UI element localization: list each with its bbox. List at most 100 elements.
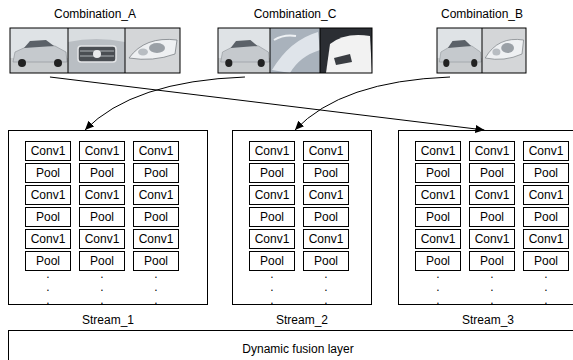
fusion-layer: Dynamic fusion layer	[8, 330, 573, 360]
layer-label: Conv1	[85, 188, 120, 202]
layer-cell: Pool	[415, 163, 461, 183]
connector-arrow	[50, 77, 484, 130]
layer-label: Pool	[480, 254, 504, 268]
label-holder: .	[249, 277, 295, 295]
layer-cell: Conv1	[249, 229, 295, 249]
continuation-dot: .	[324, 280, 327, 294]
layer-label: Conv1	[139, 144, 174, 158]
layer-label: Conv1	[139, 188, 174, 202]
layer-label: Pool	[480, 210, 504, 224]
label-holder: .	[133, 277, 179, 295]
layer-cell: Pool	[133, 207, 179, 227]
car-photo	[10, 28, 68, 73]
layer-label: Conv1	[529, 188, 564, 202]
layer-label: Conv1	[309, 144, 344, 158]
layer-label: Pool	[534, 166, 558, 180]
white-car-photo	[320, 28, 372, 73]
layer-label: Conv1	[475, 144, 510, 158]
continuation-dot: .	[46, 293, 49, 307]
layer-label: Pool	[534, 254, 558, 268]
layer-cell: Pool	[523, 163, 569, 183]
photo-strip-b	[437, 28, 526, 73]
label-holder: .	[249, 264, 295, 282]
layer-cell: Pool	[469, 207, 515, 227]
layer-cell: Conv1	[303, 141, 349, 161]
layer-cell: Pool	[523, 207, 569, 227]
layer-label: Conv1	[85, 232, 120, 246]
label-holder: .	[79, 277, 125, 295]
layer-cell: Conv1	[303, 229, 349, 249]
layer-label: Pool	[426, 210, 450, 224]
layer-cell: Conv1	[303, 185, 349, 205]
box-label: Combination_B	[441, 7, 523, 21]
layer-cell: Conv1	[79, 229, 125, 249]
layer-cell: Conv1	[249, 141, 295, 161]
layer-label: Pool	[314, 210, 338, 224]
label-holder: Combination_C	[218, 4, 372, 22]
layer-label: Pool	[144, 254, 168, 268]
layer-cell: Pool	[133, 163, 179, 183]
label-holder: .	[25, 277, 71, 295]
layer-cell: Conv1	[79, 185, 125, 205]
box-label: Combination_A	[54, 7, 136, 21]
layer-label: Pool	[480, 166, 504, 180]
continuation-dot: .	[490, 293, 493, 307]
stream-box: Stream_3Conv1Conv1Conv1PoolPoolPoolConv1…	[398, 130, 573, 305]
layer-cell: Conv1	[469, 185, 515, 205]
layer-label: Pool	[314, 166, 338, 180]
layer-label: Conv1	[31, 232, 66, 246]
box-label: Combination_C	[254, 7, 337, 21]
continuation-dot: .	[100, 267, 103, 281]
layer-label: Pool	[426, 254, 450, 268]
layer-label: Pool	[144, 166, 168, 180]
label-holder: Stream_1	[9, 310, 207, 328]
layer-label: Conv1	[31, 144, 66, 158]
photo-strip-a	[10, 28, 180, 73]
layer-cell: Conv1	[415, 185, 461, 205]
label-holder: .	[469, 264, 515, 282]
layer-label: Conv1	[475, 188, 510, 202]
label-holder: .	[523, 264, 569, 282]
image-combination: Combination_A	[10, 4, 180, 74]
car-photo	[437, 28, 482, 73]
layer-label: Conv1	[31, 188, 66, 202]
layer-label: Pool	[314, 254, 338, 268]
layer-label: Pool	[426, 166, 450, 180]
layer-label: Pool	[90, 254, 114, 268]
label-holder: Stream_3	[399, 310, 573, 328]
layer-cell: Conv1	[523, 229, 569, 249]
connector-arrow	[295, 77, 450, 130]
label-holder: Combination_B	[432, 4, 532, 22]
label-holder: .	[415, 277, 461, 295]
continuation-dot: .	[270, 293, 273, 307]
layer-label: Pool	[144, 210, 168, 224]
continuation-dot: .	[100, 280, 103, 294]
layer-label: Pool	[260, 254, 284, 268]
continuation-dot: .	[154, 293, 157, 307]
label-holder: .	[523, 290, 569, 308]
connector-arrow	[85, 77, 245, 130]
layer-label: Conv1	[309, 188, 344, 202]
continuation-dot: .	[270, 280, 273, 294]
continuation-dot: .	[544, 293, 547, 307]
image-combination: Combination_B	[432, 4, 532, 74]
label-holder: .	[303, 264, 349, 282]
continuation-dot: .	[154, 267, 157, 281]
layer-cell: Pool	[469, 163, 515, 183]
layer-label: Pool	[260, 166, 284, 180]
box-label: Stream_2	[276, 313, 328, 327]
label-holder: .	[303, 290, 349, 308]
continuation-dot: .	[436, 267, 439, 281]
continuation-dot: .	[436, 280, 439, 294]
layer-label: Conv1	[85, 144, 120, 158]
continuation-dot: .	[270, 267, 273, 281]
layer-cell: Conv1	[25, 229, 71, 249]
layer-cell: Pool	[79, 163, 125, 183]
layer-cell: Pool	[303, 163, 349, 183]
continuation-dot: .	[324, 293, 327, 307]
layer-label: Conv1	[255, 144, 290, 158]
continuation-dot: .	[100, 293, 103, 307]
layer-label: Conv1	[529, 144, 564, 158]
layer-cell: Pool	[303, 207, 349, 227]
